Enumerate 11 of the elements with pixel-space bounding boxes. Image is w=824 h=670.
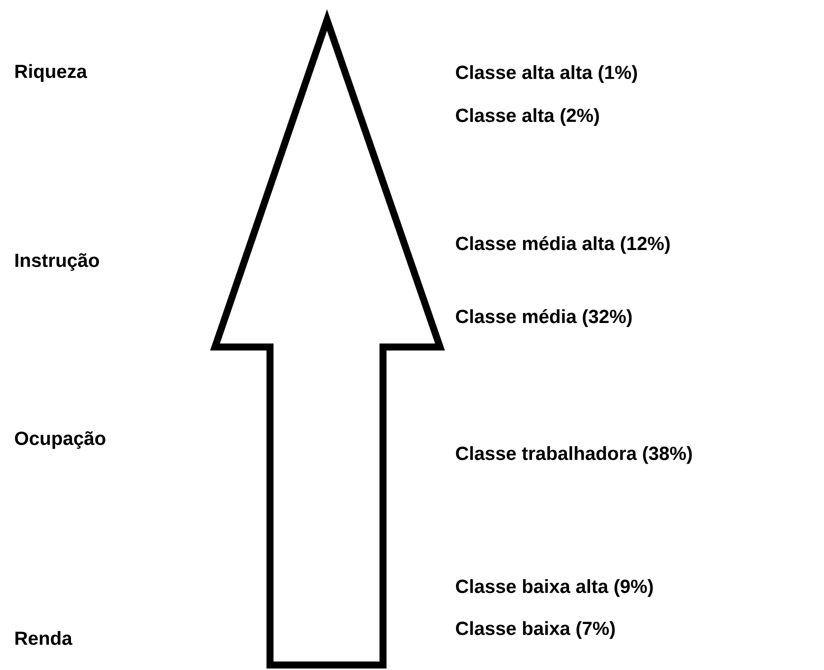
class-label: Classe baixa alta (9%) (456, 579, 653, 597)
class-label: Classe trabalhadora (38%) (456, 446, 692, 464)
class-label: Classe alta alta (1%) (456, 65, 637, 83)
class-label: Classe média alta (12%) (456, 236, 670, 254)
class-label: Classe baixa (7%) (456, 621, 615, 639)
axis-label: Renda (15, 631, 72, 645)
class-label: Classe alta (2%) (456, 108, 599, 126)
axis-label: Riqueza (15, 64, 88, 82)
axis-label: Instrução (15, 253, 99, 271)
axis-label: Ocupação (14, 431, 106, 449)
class-label: Classe média (32%) (456, 309, 632, 327)
